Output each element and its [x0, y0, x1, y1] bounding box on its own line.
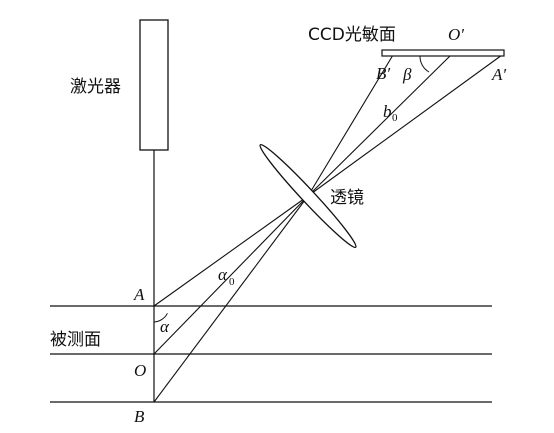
alpha0-label: α: [218, 265, 228, 284]
lens-label: 透镜: [330, 188, 364, 208]
ray-lens-to-o-prime: [307, 54, 452, 197]
beta-label: β: [402, 65, 412, 84]
a-prime-label: A′: [491, 65, 506, 84]
b0-subscript: 0: [392, 112, 398, 124]
ccd-plate: [381, 49, 505, 57]
b0-label: b: [383, 102, 392, 121]
alpha-arc: [153, 313, 168, 323]
laser-body: [139, 19, 169, 151]
ray-lens-to-a-prime: [307, 54, 503, 197]
laser-label: 激光器: [70, 77, 121, 97]
alpha0-subscript: 0: [229, 276, 235, 288]
b-prime-label: B′: [376, 64, 390, 83]
lens-shape: [259, 143, 357, 249]
alpha-label: α: [160, 317, 170, 336]
point-b-label: B: [134, 407, 145, 426]
ray-o-to-lens: [153, 195, 309, 355]
ray-a-to-lens: [153, 195, 309, 307]
beta-arc: [419, 55, 430, 73]
ccd-label: CCD光敏面: [308, 25, 396, 45]
o-prime-label: O′: [448, 25, 464, 44]
ray-b-to-lens: [153, 195, 309, 403]
ray-lens-to-b-prime: [307, 54, 394, 197]
point-o-label: O: [134, 361, 146, 380]
measured-surface-label: 被测面: [50, 330, 101, 350]
point-a-label: A: [133, 285, 145, 304]
